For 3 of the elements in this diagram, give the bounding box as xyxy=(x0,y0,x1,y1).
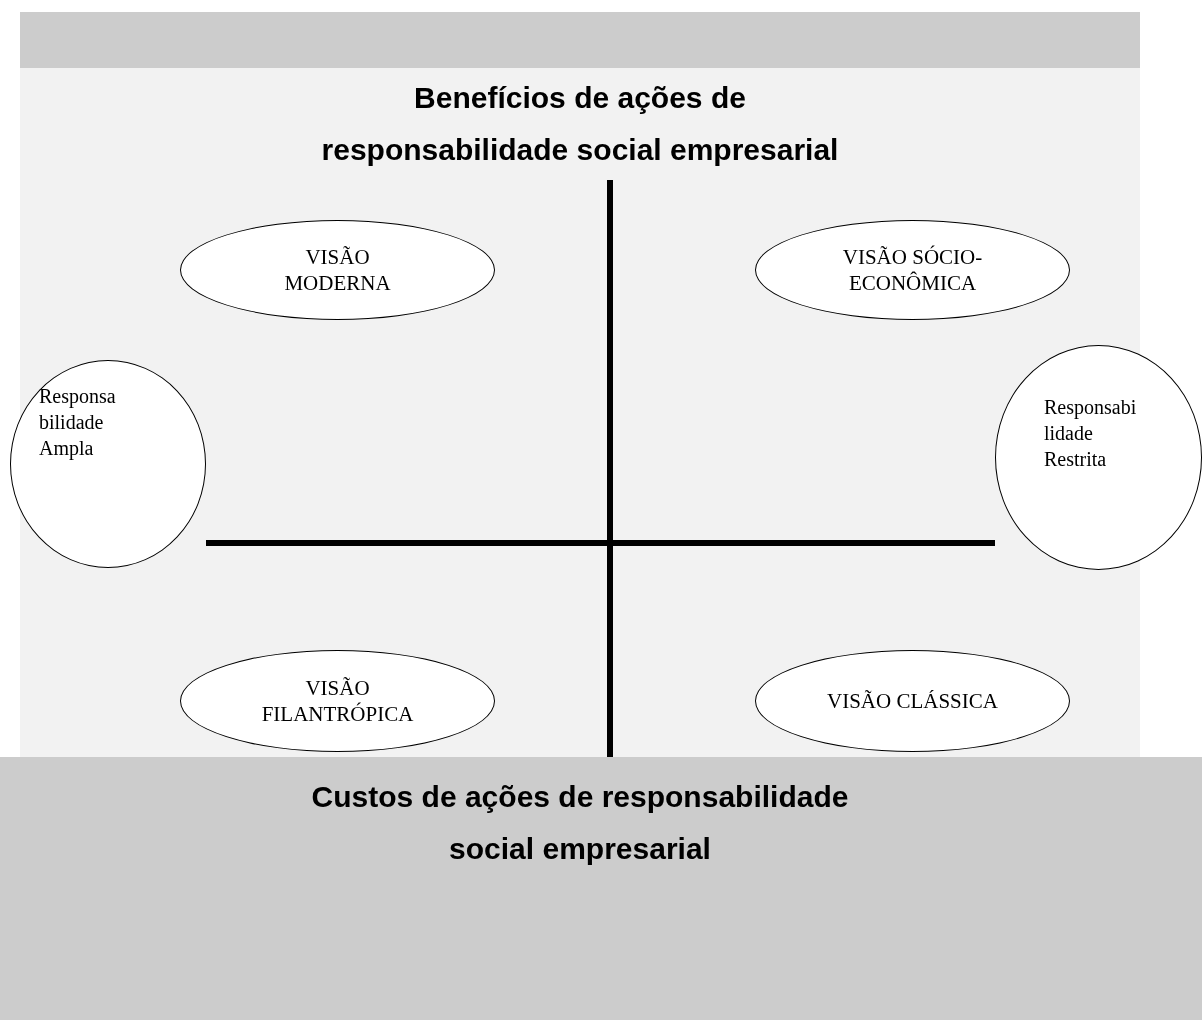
heading: Benefícios de ações de responsabilidade social empresarial xyxy=(320,80,840,168)
horizontal-axis xyxy=(206,540,995,546)
footer-band: Custos de ações de responsabilidade social empresarial xyxy=(0,757,1202,1020)
